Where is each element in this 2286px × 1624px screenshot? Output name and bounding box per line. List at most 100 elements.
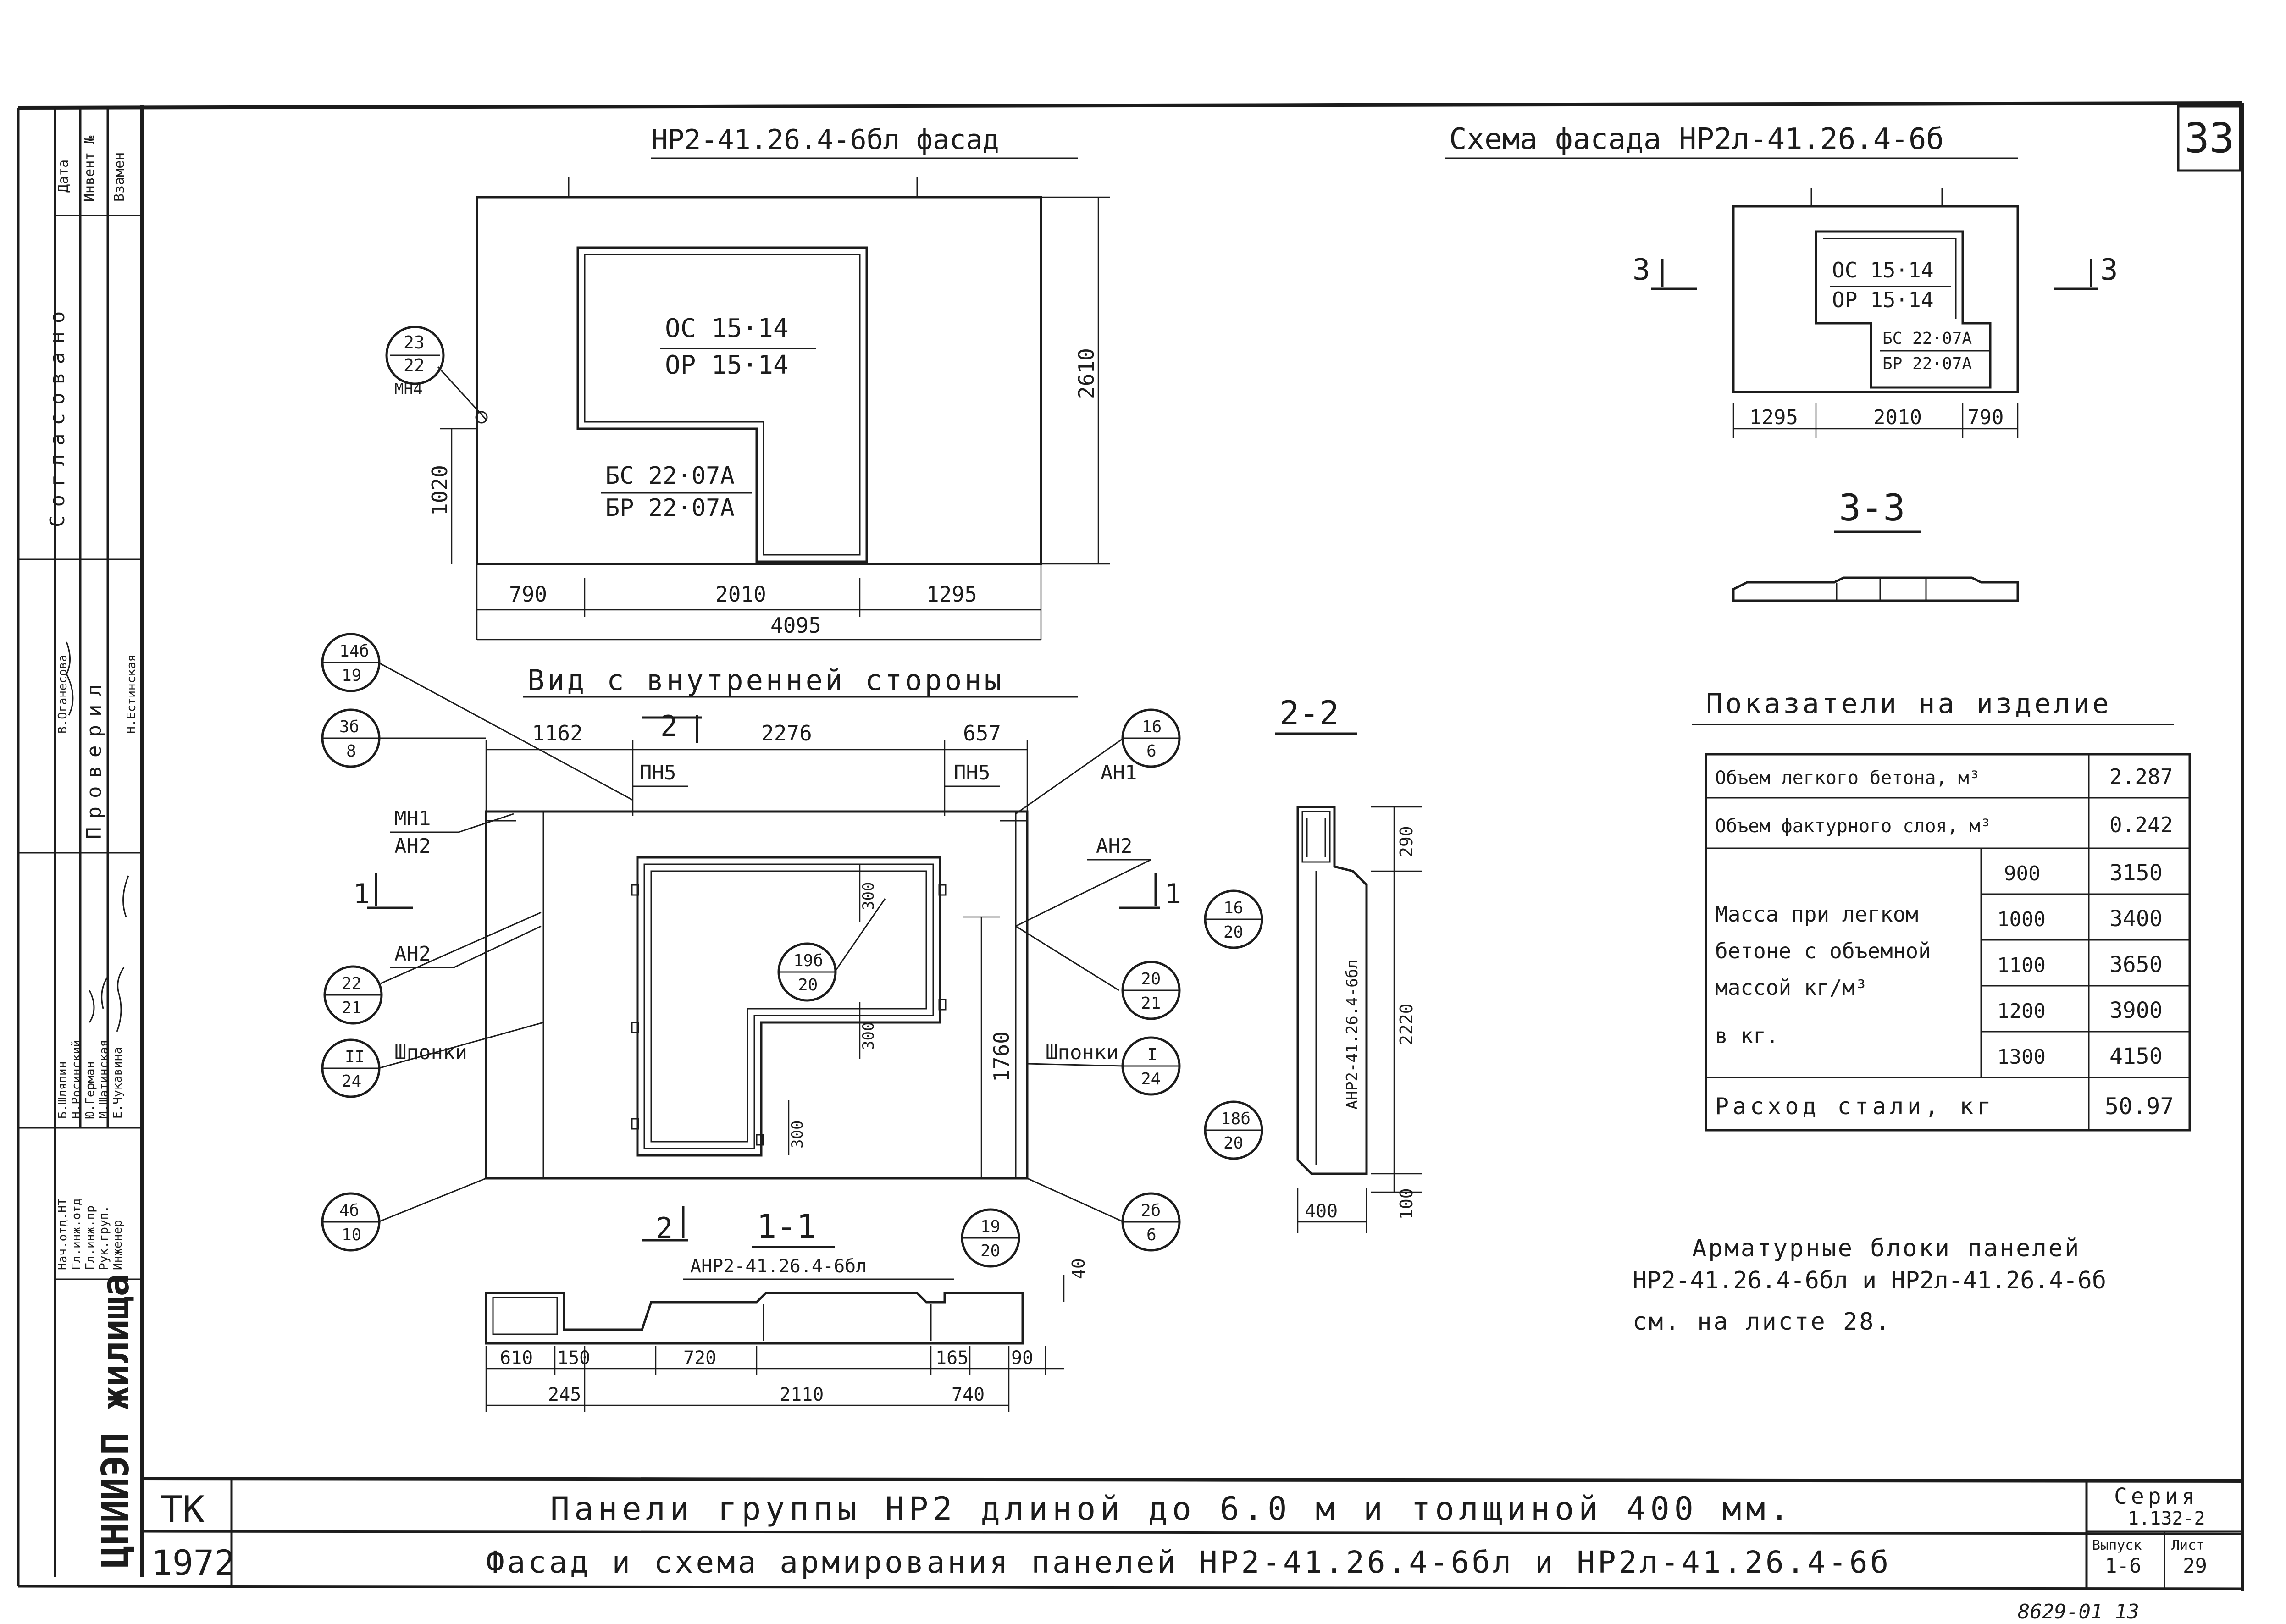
mass-value-3: 3650 <box>2109 952 2163 978</box>
section-1-1-dim-4: 165 <box>935 1348 969 1369</box>
callout-1-top: 14б <box>339 642 369 661</box>
section-2-2-block: АНР2-41.26.4-6бл <box>1343 959 1362 1110</box>
margin-proveril: Проверил <box>83 676 106 839</box>
inner-dim-3: 657 <box>963 721 1001 746</box>
indicator-steel-label: Расход стали, кг <box>1715 1093 1995 1120</box>
inner-label-an1: АН1 <box>1101 761 1137 784</box>
indicators-table: Показатели на изделие Объем легкого бето… <box>1692 688 2191 1132</box>
scheme-section-label: 3-3 <box>1839 486 1905 529</box>
section-1-1-dim-5: 90 <box>1011 1348 1033 1369</box>
mass-value-1: 3150 <box>2109 860 2163 886</box>
margin-signer-4: М.Шатинская <box>97 1040 111 1119</box>
sheet-number-box: 33 <box>2177 105 2242 172</box>
facade-dim-3: 1295 <box>926 582 977 607</box>
mass-density-4: 1200 <box>1997 1000 2046 1023</box>
inner-view-title: Вид с внутренней стороны <box>527 663 1004 697</box>
callout-2-bottom: 8 <box>346 742 356 761</box>
inner-cut-right: 1 <box>1165 878 1181 910</box>
facade-door-top: БС 22·07А <box>605 462 735 490</box>
indicator-volume-facture-value: 0.242 <box>2109 812 2173 837</box>
callout-9-top: 20 <box>1141 970 1161 989</box>
facade-dim-sill: 1020 <box>427 465 452 516</box>
inner-label-an2-mid: АН2 <box>394 942 431 966</box>
margin-signer-5: Е.Чукавина <box>111 1047 125 1119</box>
inner-label-pn5-right: ПН5 <box>954 761 990 784</box>
mass-value-2: 3400 <box>2109 906 2163 932</box>
callout-4-bottom: 24 <box>342 1072 361 1091</box>
section-2-2: 2-2 АНР2-41.26.4-6бл 290 2220 100 400 <box>1275 694 1422 1233</box>
margin-role-2: Гл.инж.отд <box>70 1198 83 1270</box>
section-1-1-profile <box>485 1292 1024 1345</box>
scheme-panel <box>1732 205 2019 393</box>
margin-role-1: Нач.отд.НТ <box>56 1198 70 1270</box>
callout-9-bottom: 21 <box>1141 994 1161 1013</box>
indicator-mass-label-2: бетоне с объемной <box>1715 939 1931 963</box>
inner-label-pn5-left: ПН5 <box>640 761 676 784</box>
scheme-title: Схема фасада НР2л-41.26.4-6б <box>1449 122 1944 156</box>
inner-panel <box>485 810 1029 1180</box>
section-2-2-dim-bottom: 400 <box>1305 1201 1338 1222</box>
callout-10-top: I <box>1147 1045 1157 1064</box>
inner-opening-inner <box>643 863 934 1149</box>
section-2-2-profile <box>1296 806 1368 1175</box>
facade-window-top: ОС 15·14 <box>665 314 789 343</box>
inner-label-shponki-right: Шпонки <box>1046 1041 1118 1064</box>
margin-signer-3: Ю.Герман <box>83 1061 97 1119</box>
scheme-dim-3: 790 <box>1967 406 2004 429</box>
section-2-2-dim-3: 100 <box>1396 1188 1417 1220</box>
section-2-2-dim-1: 290 <box>1396 826 1417 857</box>
section-1-1-dim-6: 245 <box>548 1384 581 1405</box>
facade-dim-1: 790 <box>509 582 547 607</box>
inner-callouts: 14б 19 3б 8 22 21 II 24 4б 10 19б 20 16 … <box>321 633 1263 1268</box>
margin-signer-7: Н.Естинская <box>125 655 138 734</box>
inner-cut-left: 1 <box>353 878 370 910</box>
callout-13-bottom: 20 <box>1223 1134 1243 1153</box>
margin-role-4: Рук.груп. <box>97 1205 111 1270</box>
inner-dim-300-c: 300 <box>788 1121 807 1149</box>
archive-note: 8629-01 13 <box>2018 1600 2139 1624</box>
callout-2-top: 3б <box>339 718 359 736</box>
scheme-dim-2: 2010 <box>1873 406 1922 429</box>
inner-section-mark-top: 2 <box>660 709 677 743</box>
indicator-volume-facture-label: Объем фактурного слоя, м³ <box>1715 816 1991 837</box>
facade-opening <box>576 246 868 563</box>
reinforcement-note: Арматурные блоки панелей НР2-41.26.4-6бл… <box>1633 1235 2106 1336</box>
section-2-2-dim-2: 2220 <box>1396 1003 1417 1045</box>
inner-label-an2-right: АН2 <box>1096 834 1132 858</box>
sheet-number: 33 <box>2185 114 2234 162</box>
scheme-door-top: БС 22·07А <box>1882 329 1972 348</box>
callout-12-bottom: 20 <box>980 1242 1000 1260</box>
section-1-1: 1-1 АНР2-41.26.4-6бл 40 610 150 720 165 … <box>485 1207 1089 1412</box>
callout-7-bottom: 6 <box>1146 742 1157 761</box>
mass-value-5: 4150 <box>2109 1044 2163 1069</box>
mass-value-4: 3900 <box>2109 998 2163 1023</box>
scheme-window-top: ОС 15·14 <box>1832 258 1934 282</box>
facade-panel <box>476 196 1042 565</box>
facade-drawing: НР2-41.26.4-6бл фасад ОС 15·14 ОР 15·14 … <box>385 124 1110 641</box>
margin-date-label: Дата <box>55 160 72 193</box>
callout-11-top: 2б <box>1141 1201 1161 1220</box>
inner-leaders <box>378 662 1151 1223</box>
callout-10-bottom: 24 <box>1141 1070 1161 1088</box>
scheme-window-bottom: ОР 15·14 <box>1832 287 1934 312</box>
vypusk-value: 1-6 <box>2105 1554 2141 1578</box>
inner-view-drawing: Вид с внутренней стороны 1162 2276 657 2 <box>321 633 1263 1268</box>
indicator-volume-light-value: 2.287 <box>2109 764 2173 789</box>
inner-anchor-marks <box>631 884 947 1146</box>
vypusk-label: Выпуск <box>2092 1537 2142 1553</box>
mass-density-5: 1300 <box>1997 1045 2046 1069</box>
facade-window-bottom: ОР 15·14 <box>665 350 789 380</box>
signature-marks <box>66 641 129 1032</box>
sheet-frame <box>17 101 2244 1591</box>
callout-11-bottom: 6 <box>1146 1226 1157 1244</box>
callout-8-top: 16 <box>1223 899 1243 917</box>
note-line-3: см. на листе 28. <box>1633 1308 1892 1336</box>
callout-7-top: 16 <box>1142 718 1162 736</box>
facade-callout-note: МН4 <box>394 380 422 398</box>
mass-density-1: 900 <box>2004 862 2040 885</box>
indicator-volume-light-label: Объем легкого бетона, м³ <box>1715 768 1980 789</box>
list-label: Лист <box>2171 1537 2204 1553</box>
inner-dim-right: 1760 <box>989 1031 1014 1082</box>
facade-title: НР2-41.26.4-6бл фасад <box>651 124 999 156</box>
